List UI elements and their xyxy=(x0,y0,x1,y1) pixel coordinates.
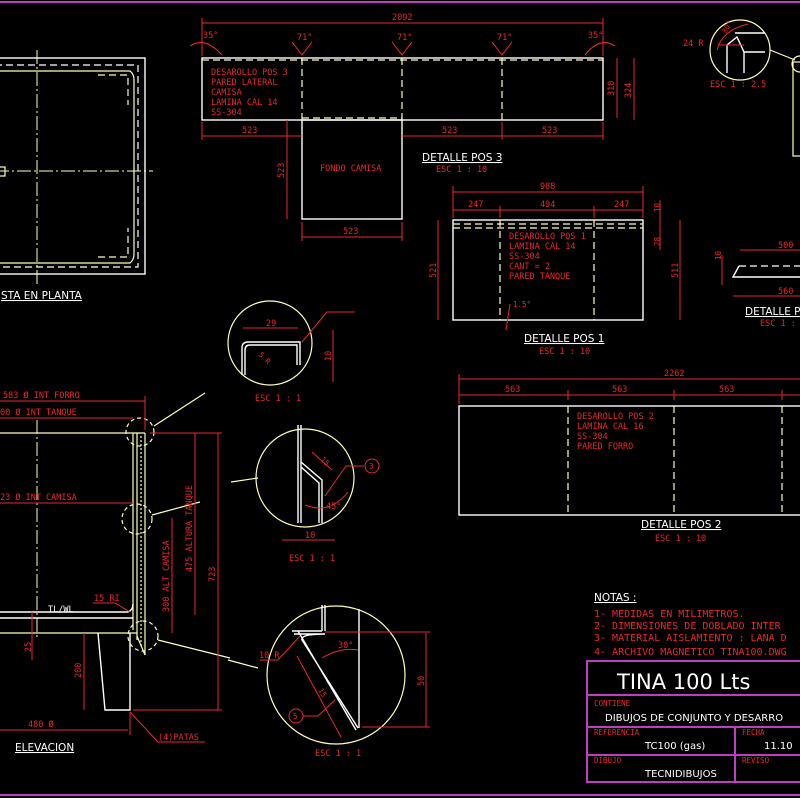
pos3-width-dim: 523 xyxy=(242,126,257,136)
fecha-value: 11.10 xyxy=(764,741,793,752)
detail-c-angle-dim: 30° xyxy=(338,641,353,651)
detail-pos-1: 988 247 494 247 10 28 521 511 DESAROLLO … xyxy=(429,182,681,357)
pos1-width-dim: 247 xyxy=(468,200,483,210)
pos3-vertical-dim: 523 xyxy=(277,163,287,178)
contiene-label: CONTIENE xyxy=(594,699,631,708)
note-item: 1- MEDIDAS EN MILIMETROS. xyxy=(594,609,745,620)
int-tanque-dim: 00 Ø INT TANQUE xyxy=(0,407,77,418)
notes: NOTAS : 1- MEDIDAS EN MILIMETROS. 2- DIM… xyxy=(594,592,787,658)
notes-title: NOTAS : xyxy=(594,592,636,604)
detail-callout-bottom xyxy=(127,620,159,652)
pos3-total-dim: 2092 xyxy=(392,13,412,23)
detail-callout-top xyxy=(125,417,155,447)
reviso-label: REVISO xyxy=(742,756,770,765)
int-camisa-dim: 23 Ø INT CAMISA xyxy=(0,492,77,503)
elevation-view: 583 Ø INT FORRO 00 Ø INT TANQUE 23 Ø INT… xyxy=(0,390,259,754)
pos4-thickness-dim: 10 xyxy=(714,250,723,260)
pos2-width-dim: 563 xyxy=(719,385,734,395)
title-block: TINA 100 Lts CONTIENE DIBUJOS DE CONJUNT… xyxy=(586,660,800,783)
pos3-angle: 35° xyxy=(203,31,218,41)
int-forro-dim: 583 Ø INT FORRO xyxy=(3,390,80,401)
pos1-thickness-dim: 28 xyxy=(653,236,662,246)
pos1-angle: 1.5° xyxy=(513,300,531,309)
pos3-scale: ESC 1 : 10 xyxy=(436,165,487,175)
detail-b-angle-dim: 45° xyxy=(326,502,341,512)
pos1-height-dim: 521 xyxy=(429,263,439,278)
detail-c-radius-dim: 10 R xyxy=(259,651,280,661)
detail-c: 10 R 30° 15 5 50 ESC 1 : 1 xyxy=(259,605,430,759)
patas-label: (4)PATAS xyxy=(158,733,199,743)
detail-a-height-dim: 10 xyxy=(324,351,334,361)
pos3-width-dim: 523 xyxy=(542,126,557,136)
dim-480: 480 Ø xyxy=(28,719,54,730)
detail-pos-4: 10 500 560 DETALLE P ESC 1 : xyxy=(714,241,800,329)
dim-723: 723 xyxy=(208,567,218,582)
pos3-height-dim: 310 xyxy=(607,81,617,96)
detail-b-ref: 3 xyxy=(369,462,374,471)
corner-scale: ESC 1 : 2.5 xyxy=(710,80,766,90)
detail-a-width-dim: 29 xyxy=(266,319,276,329)
referencia-label: REFERENCIA xyxy=(594,728,640,737)
detail-c-height-dim: 50 xyxy=(417,676,427,686)
note-item: 3- MATERIAL AISLAMIENTO : LANA D xyxy=(594,633,787,644)
pos2-scale: ESC 1 : 10 xyxy=(655,534,706,544)
drawing-title: TINA 100 Lts xyxy=(616,670,750,694)
pos3-angle: 35° xyxy=(588,31,603,41)
pos3-bottom-dim: 523 xyxy=(343,227,358,237)
plan-title: STA EN PLANTA xyxy=(1,290,83,302)
detail-c-ref: 5 xyxy=(293,712,298,721)
corner-detail: 24 R 30° ESC 1 : 2.5 xyxy=(683,19,800,157)
note-item: 2- DIMENSIONES DE DOBLADO INTER xyxy=(594,621,782,632)
alt-tanque-dim: 475 ALTURA TANQUE xyxy=(185,485,195,572)
fecha-label: FECHA xyxy=(742,728,765,737)
detail-pos-3: 2092 35° 71° 71° 71° 35° 310 324 523 523… xyxy=(189,13,635,241)
pos3-height-dim: 324 xyxy=(624,83,634,98)
pos1-width-dim: 494 xyxy=(540,200,555,210)
dibujo-value: TECNIDIBUJOS xyxy=(644,769,717,780)
detail-b-width-dim: 10 xyxy=(305,531,315,541)
tl-wl-label: TL/WL xyxy=(48,605,74,615)
pos3-angle: 71° xyxy=(397,33,412,43)
dim-25: 25 xyxy=(24,642,34,652)
pos1-total-dim: 988 xyxy=(540,182,555,192)
pos2-width-dim: 563 xyxy=(612,385,627,395)
contiene-value: DIBUJOS DE CONJUNTO Y DESARRO xyxy=(605,713,783,724)
pos4-top-dim: 500 xyxy=(778,241,793,251)
dibujo-label: DIBUJO xyxy=(594,756,622,765)
detail-c-length-dim: 15 xyxy=(316,687,328,699)
pos3-width-dim: 523 xyxy=(442,126,457,136)
pos4-bottom-dim: 560 xyxy=(778,287,793,297)
detail-c-scale: ESC 1 : 1 xyxy=(315,749,361,759)
pos2-width-dim: 563 xyxy=(505,385,520,395)
inner-radius-dim: 15 RI xyxy=(94,594,120,604)
detail-callout-middle xyxy=(121,503,153,535)
pos3-angle: 71° xyxy=(497,33,512,43)
alt-camisa-dim: 300 ALT CAMISA xyxy=(162,540,172,612)
dim-200: 200 xyxy=(74,663,84,678)
pos1-scale: ESC 1 : 10 xyxy=(539,347,590,357)
pos2-total-dim: 2262 xyxy=(664,369,684,379)
pos3-angle: 71° xyxy=(297,33,312,43)
pos4-scale: ESC 1 : xyxy=(760,319,796,329)
detail-b-scale: ESC 1 : 1 xyxy=(289,554,335,564)
pos4-title: DETALLE P xyxy=(745,306,800,318)
fondo-camisa-label: FONDO CAMISA xyxy=(320,164,381,174)
referencia-value: TC100 (gas) xyxy=(644,741,705,752)
pos1-height-dim: 511 xyxy=(671,263,681,278)
elevation-title: ELEVACION xyxy=(15,742,74,754)
pos2-title: DETALLE POS 2 xyxy=(641,519,721,531)
pos1-thickness-dim: 10 xyxy=(653,202,662,212)
plan-view: STA EN PLANTA xyxy=(0,50,153,302)
detail-a-scale: ESC 1 : 1 xyxy=(255,394,301,404)
note-item: 4- ARCHIVO MAGNETICO TINA100.DWG xyxy=(594,647,787,658)
corner-radius-dim: 24 R xyxy=(683,39,704,49)
pos1-title: DETALLE POS 1 xyxy=(524,333,604,345)
pos1-width-dim: 247 xyxy=(614,200,629,210)
pos3-title: DETALLE POS 3 xyxy=(422,152,502,164)
